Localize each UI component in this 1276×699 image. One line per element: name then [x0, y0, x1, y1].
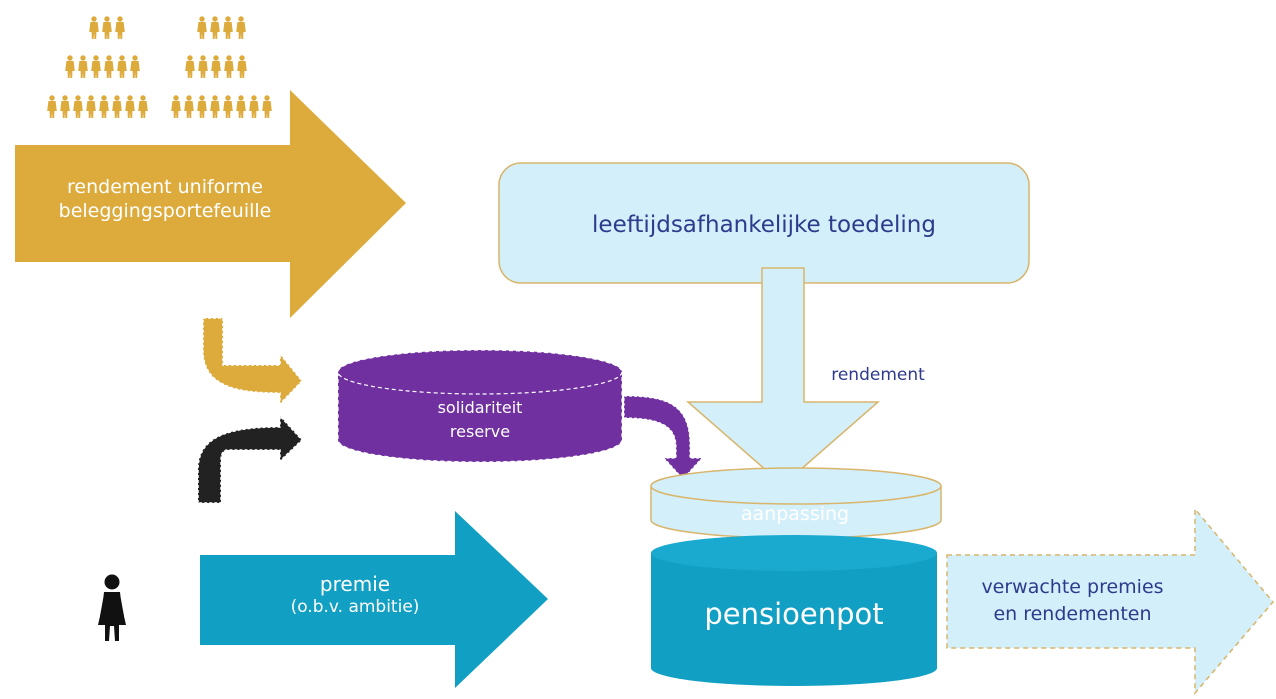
- pension-pot-top: [651, 535, 937, 571]
- purple-curved-arrow: [623, 395, 704, 480]
- people-group-right-icon: [171, 16, 272, 118]
- expected-arrow: [946, 506, 1274, 696]
- adjustment-label: aanpassing: [740, 503, 850, 525]
- pension-pot-label: pensioenpot: [704, 597, 884, 631]
- expected-label-line2: en rendementen: [993, 602, 1152, 625]
- returns-label: rendement uniforme beleggingsportefeuill…: [20, 176, 310, 224]
- reserve-label-line2: reserve: [449, 422, 511, 441]
- expected-label: verwachte premies en rendementen: [955, 576, 1190, 627]
- returns-label-line2: beleggingsportefeuille: [58, 199, 272, 222]
- return-down-arrow: [686, 267, 880, 486]
- reserve-cylinder: [337, 371, 623, 463]
- premium-label-line2: (o.b.v. ambitie): [290, 597, 420, 617]
- reserve-label-line1: solidariteit: [437, 398, 523, 417]
- premium-arrow: [200, 511, 548, 688]
- pension-pot-cylinder: [651, 553, 937, 686]
- returns-label-line1: rendement uniforme: [67, 176, 263, 198]
- return-small-label: rendement: [831, 365, 925, 385]
- adjustment-disc-top: [650, 467, 942, 505]
- reserve-cylinder-top: [337, 349, 623, 395]
- gold-curved-arrow: [202, 317, 303, 406]
- allocation-label: leeftijdsafhankelijke toedeling: [592, 212, 936, 238]
- expected-label-line1: verwachte premies: [981, 576, 1164, 598]
- people-group-left-icon: [47, 16, 148, 118]
- premium-label-line1: premie: [319, 572, 391, 596]
- woman-icon: [98, 574, 126, 641]
- black-curved-arrow: [197, 414, 304, 504]
- returns-arrow: [15, 90, 406, 318]
- premium-label: premie (o.b.v. ambitie): [240, 572, 470, 618]
- reserve-label: solidariteit reserve: [390, 398, 570, 442]
